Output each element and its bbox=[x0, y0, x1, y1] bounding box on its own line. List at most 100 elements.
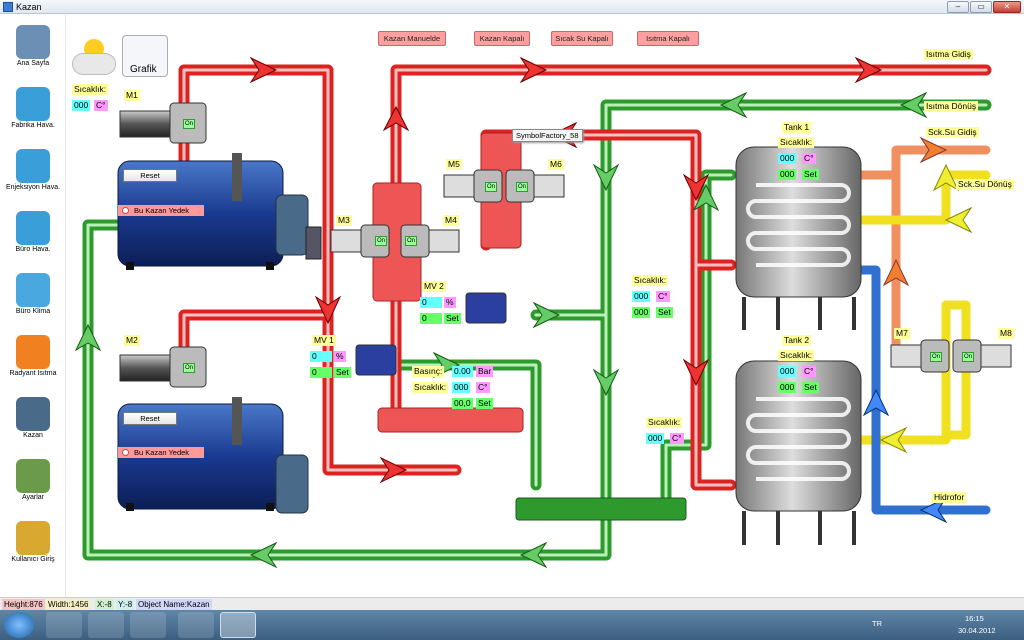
grafik-button[interactable]: Grafik bbox=[122, 35, 168, 77]
isitma-gidis-label: Isıtma Gidiş bbox=[924, 49, 973, 60]
isitma-button[interactable]: Isıtma Kapalı bbox=[637, 31, 699, 46]
header-set-value[interactable]: 00,0 bbox=[452, 398, 473, 409]
sidebar-item-label: Büro Hava. bbox=[15, 246, 51, 253]
language-indicator[interactable]: TR bbox=[872, 619, 882, 628]
key-icon bbox=[16, 521, 50, 555]
fan-icon bbox=[16, 149, 50, 183]
hidrofor-label: Hidrofor bbox=[932, 492, 967, 503]
motor-m8-label: M8 bbox=[998, 328, 1014, 339]
grafik-label: Grafik bbox=[130, 64, 157, 75]
media-player-icon[interactable] bbox=[130, 612, 166, 638]
sidebar-item[interactable]: Kazan bbox=[0, 397, 66, 439]
status-width: Width:1456 bbox=[46, 599, 91, 610]
return-sicaklik-unit: C° bbox=[670, 433, 684, 444]
maximize-button[interactable]: ▭ bbox=[970, 1, 992, 13]
mid-sicaklik-value: 000 bbox=[632, 291, 651, 302]
motor-m5-label: M5 bbox=[446, 159, 462, 170]
sidebar-item-label: Ayarlar bbox=[21, 494, 45, 501]
tank1-sicaklik-label: Sıcaklık: bbox=[778, 137, 815, 148]
clock-date[interactable]: 30.04.2012 bbox=[958, 626, 996, 635]
motor-m1-label: M1 bbox=[124, 90, 140, 101]
weather-unit: C° bbox=[94, 100, 108, 111]
kazan-canvas: Grafik Sıcaklık: 000 C° Kazan Manuelde K… bbox=[66, 15, 1024, 597]
mid-sicaklik-unit: C° bbox=[656, 291, 670, 302]
mv1-set-value[interactable]: 0 bbox=[310, 367, 332, 378]
tank1-set-value[interactable]: 000 bbox=[778, 169, 797, 180]
sidebar-item-label: Radyant Isıtma bbox=[9, 370, 57, 377]
motor-m3-label: M3 bbox=[336, 215, 352, 226]
mv2-pct-value[interactable]: 0 bbox=[420, 297, 442, 308]
sidebar-item[interactable]: Radyant Isıtma bbox=[0, 335, 66, 377]
sidebar-item[interactable]: Fabrika Hava. bbox=[0, 87, 66, 129]
mv2-set-label: Set bbox=[444, 313, 461, 324]
motor-m7-label: M7 bbox=[894, 328, 910, 339]
sidebar-item[interactable]: Ana Sayfa bbox=[0, 25, 66, 67]
tank2-sicaklik-unit: C° bbox=[802, 366, 816, 377]
return-sicaklik-label: Sıcaklık: bbox=[646, 417, 683, 428]
sidebar-item-label: Büro Klima bbox=[15, 308, 51, 315]
motor-m6-label: M6 bbox=[548, 159, 564, 170]
status-height: Height:876 bbox=[2, 599, 45, 610]
explorer-icon[interactable] bbox=[88, 612, 124, 638]
tank2-sicaklik-label: Sıcaklık: bbox=[778, 350, 815, 361]
tank2-set-value[interactable]: 000 bbox=[778, 382, 797, 393]
ie-icon[interactable] bbox=[46, 612, 82, 638]
kazan-kapali-button[interactable]: Kazan Kapalı bbox=[474, 31, 530, 46]
sidebar-item-label: Ana Sayfa bbox=[16, 60, 50, 67]
network-app-icon[interactable] bbox=[178, 612, 214, 638]
m4-on-indicator: On bbox=[405, 236, 418, 246]
status-object: Object Name:Kazan bbox=[136, 599, 212, 610]
kazan-manuel-button[interactable]: Kazan Manuelde bbox=[378, 31, 446, 46]
weather-icon bbox=[72, 37, 116, 77]
mid-set-label: Set bbox=[656, 307, 673, 318]
sidebar-item-label: Kullanıcı Giriş bbox=[11, 556, 55, 563]
boiler1-yedek-toggle[interactable]: Bu Kazan Yedek bbox=[118, 205, 204, 216]
snowflake-icon bbox=[16, 273, 50, 307]
mv1-label: MV 1 bbox=[312, 335, 336, 346]
header-sicaklik-value: 000 bbox=[452, 382, 471, 393]
mv1-pct-unit: % bbox=[334, 351, 346, 362]
tools-icon bbox=[16, 459, 50, 493]
isitma-donus-label: Isıtma Dönüş bbox=[924, 101, 979, 112]
boiler2-yedek-toggle[interactable]: Bu Kazan Yedek bbox=[118, 447, 204, 458]
tank2-set-label: Set bbox=[802, 382, 819, 393]
header-set-label: Set bbox=[476, 398, 493, 409]
sidebar-item[interactable]: Büro Klima bbox=[0, 273, 66, 315]
sidebar-item[interactable]: Enjeksiyon Hava. bbox=[0, 149, 66, 191]
tank1-title: Tank 1 bbox=[782, 122, 812, 133]
basinc-label: Basınç: bbox=[412, 366, 445, 377]
title-bar: Kazan – ▭ ✕ bbox=[0, 0, 1024, 14]
kazan-app-icon[interactable] bbox=[220, 612, 256, 638]
weather-label: Sıcaklık: bbox=[72, 84, 109, 95]
boiler1-reset-button[interactable]: Reset bbox=[123, 169, 177, 182]
clock-time[interactable]: 16:15 bbox=[965, 614, 984, 623]
boiler2-reset-button[interactable]: Reset bbox=[123, 412, 177, 425]
minimize-button[interactable]: – bbox=[947, 1, 969, 13]
header-sicaklik-unit: C° bbox=[476, 382, 490, 393]
piping-diagram bbox=[74, 56, 1012, 569]
mv2-set-value[interactable]: 0 bbox=[420, 313, 442, 324]
m8-on-indicator: On bbox=[962, 352, 975, 362]
mid-set-value[interactable]: 000 bbox=[632, 307, 651, 318]
m7-on-indicator: On bbox=[930, 352, 943, 362]
sidebar-item[interactable]: Büro Hava. bbox=[0, 211, 66, 253]
m1-on-indicator: On bbox=[183, 119, 196, 129]
sck-su-donus-label: Sck.Su Dönüş bbox=[956, 179, 1014, 190]
mv2-label: MV 2 bbox=[422, 281, 446, 292]
tank2-title: Tank 2 bbox=[782, 335, 812, 346]
taskbar: TR 16:15 30.04.2012 bbox=[0, 610, 1024, 640]
sidebar-item[interactable]: Kullanıcı Giriş bbox=[0, 521, 66, 563]
mv1-pct-value[interactable]: 0 bbox=[310, 351, 332, 362]
sck-su-gidis-label: Sck.Su Gidiş bbox=[926, 127, 979, 138]
fan-icon bbox=[16, 87, 50, 121]
fan-icon bbox=[16, 211, 50, 245]
yedek-label: Bu Kazan Yedek bbox=[134, 206, 190, 215]
sidebar-item[interactable]: Ayarlar bbox=[0, 459, 66, 501]
motor-m2-label: M2 bbox=[124, 335, 140, 346]
tank2-sicaklik-value: 000 bbox=[778, 366, 797, 377]
tank1-sicaklik-unit: C° bbox=[802, 153, 816, 164]
sicak-su-button[interactable]: Sıcak Su Kapalı bbox=[551, 31, 613, 46]
start-button[interactable] bbox=[4, 612, 34, 638]
m5-on-indicator: On bbox=[485, 182, 498, 192]
close-button[interactable]: ✕ bbox=[993, 1, 1021, 13]
